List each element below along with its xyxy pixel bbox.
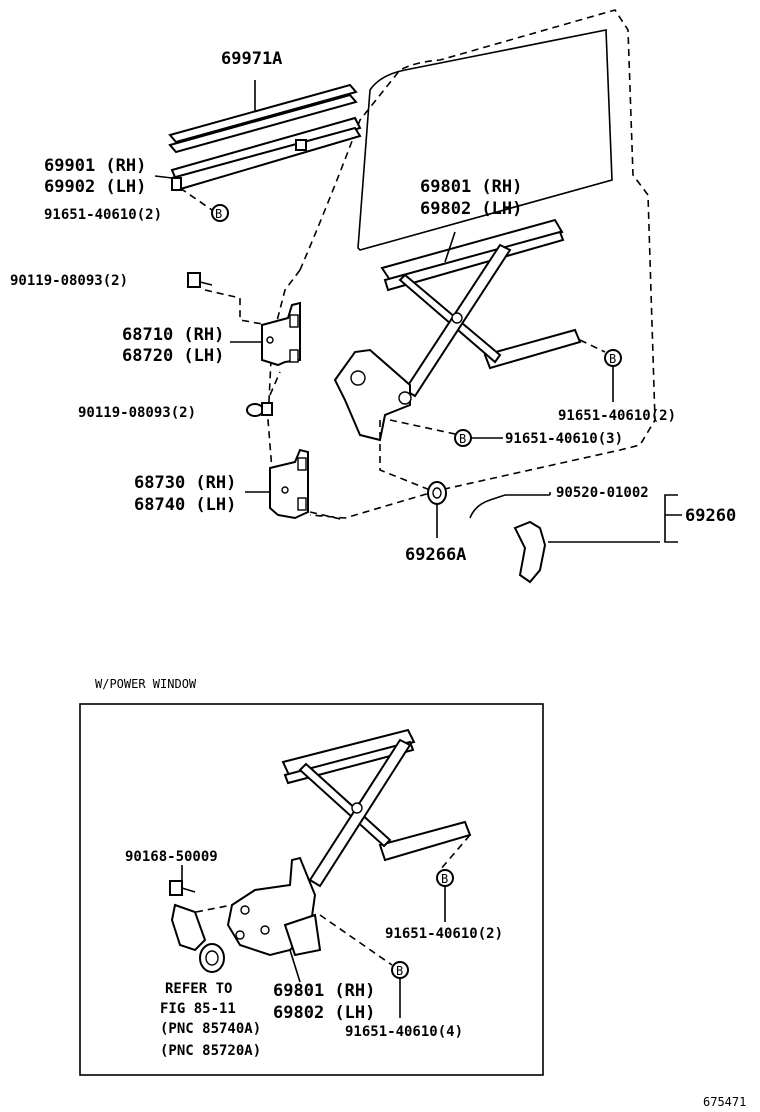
bolt-b-top: B — [179, 187, 229, 222]
screw-90119-bottom — [246, 371, 281, 417]
window-regulator-manual — [333, 218, 582, 491]
label-69971a: 69971A — [221, 49, 282, 69]
label-screw-2: 90119-08093(2) — [78, 405, 196, 421]
screw-90119-top — [187, 272, 269, 326]
label-screw-90168: 90168-50009 — [125, 849, 218, 865]
clip-and-handle — [469, 492, 682, 584]
label-68710: 68710 (RH) — [122, 325, 224, 345]
pw-bolt-b-2: B — [436, 834, 471, 922]
power-window-frame — [79, 703, 544, 1076]
label-pw-69801: 69801 (RH) — [273, 981, 375, 1001]
label-69801: 69801 (RH) — [420, 177, 522, 197]
bracket-68710 — [230, 301, 301, 367]
label-68720: 68720 (LH) — [122, 346, 224, 366]
bolt-b-lower: B — [389, 419, 503, 447]
label-69266a: 69266A — [405, 545, 466, 565]
bracket-68730 — [245, 448, 346, 521]
label-refer-pnc-1: (PNC 85740A) — [160, 1021, 261, 1037]
label-refer-fig: FIG 85-11 — [160, 1001, 236, 1017]
power-window-motor — [170, 903, 233, 973]
bolt-letter: B — [441, 872, 448, 886]
label-68730: 68730 (RH) — [134, 473, 236, 493]
label-68740: 68740 (LH) — [134, 495, 236, 515]
bolt-b-right: B — [579, 339, 622, 402]
screw-90168 — [169, 865, 196, 896]
pw-bolt-b-4: B — [319, 914, 409, 1018]
bolt-letter: B — [609, 352, 616, 366]
label-bolt-top: 91651-40610(2) — [44, 207, 162, 223]
label-pw-bolt-4: 91651-40610(4) — [345, 1024, 463, 1040]
label-69901: 69901 (RH) — [44, 156, 146, 176]
label-pw-bolt-2: 91651-40610(2) — [385, 926, 503, 942]
label-screw-1: 90119-08093(2) — [10, 273, 128, 289]
label-69902: 69902 (LH) — [44, 177, 146, 197]
reference-code: 675471 — [703, 1095, 746, 1109]
washer-69266a — [427, 481, 447, 538]
glass-run-channel-69971a — [168, 80, 358, 154]
bolt-letter: B — [459, 432, 466, 446]
bolt-letter: B — [215, 207, 222, 221]
section-title: W/POWER WINDOW — [95, 677, 197, 691]
label-refer-pnc-2: (PNC 85720A) — [160, 1043, 261, 1059]
window-regulator-power — [226, 728, 472, 957]
label-69802: 69802 (LH) — [420, 199, 522, 219]
label-bolt-lower-3: 91651-40610(3) — [505, 431, 623, 447]
label-clip: 90520-01002 — [556, 485, 649, 501]
bolt-letter: B — [396, 964, 403, 978]
label-refer-to: REFER TO — [165, 981, 232, 997]
label-bolt-right-2: 91651-40610(2) — [558, 408, 676, 424]
channel-69901 — [170, 116, 362, 192]
label-handle: 69260 — [685, 506, 736, 526]
label-pw-69802: 69802 (LH) — [273, 1003, 375, 1023]
